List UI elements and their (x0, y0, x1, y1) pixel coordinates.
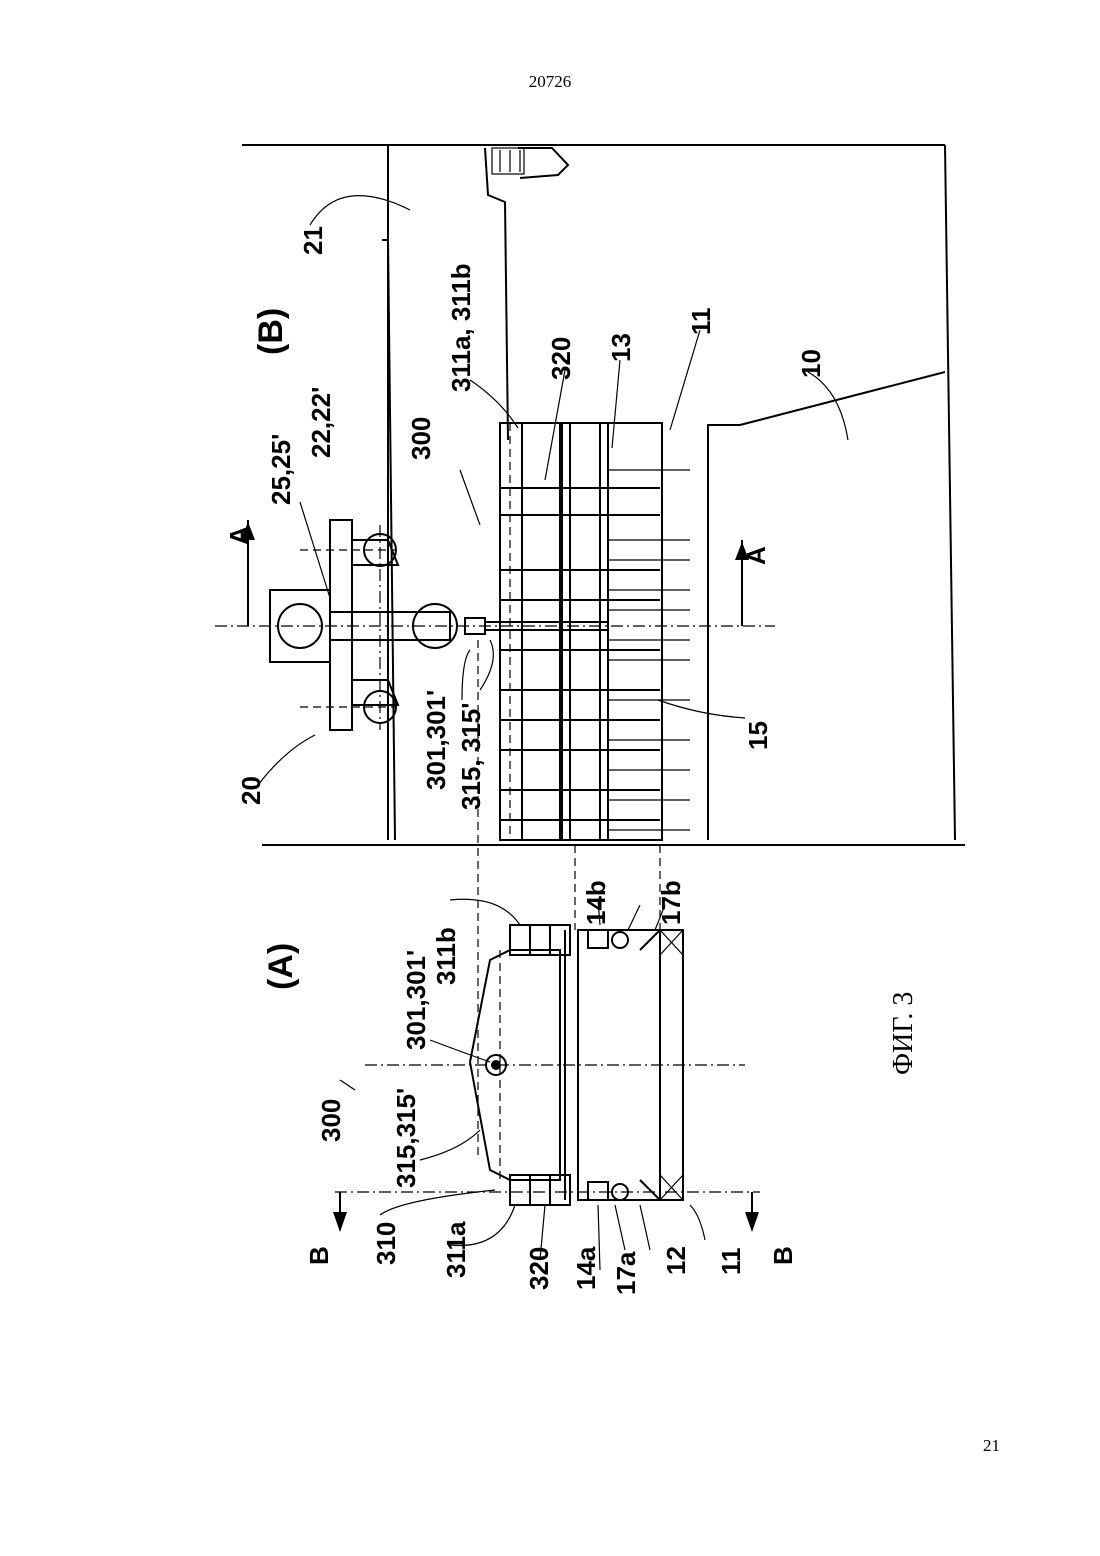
label-15: 15 (743, 721, 773, 750)
label-17a: 17a (611, 1251, 641, 1295)
figure-caption: ФИГ. 3 (888, 992, 919, 1075)
label-300-b: 300 (406, 417, 436, 460)
label-320-b: 320 (546, 337, 576, 380)
label-12: 12 (661, 1246, 691, 1275)
label-25: 25,25' (266, 434, 296, 505)
label-311b: 311b (431, 927, 461, 985)
page-number: 21 (960, 1436, 1000, 1456)
label-300-a: 300 (316, 1099, 346, 1142)
view-b-title: (B) (252, 308, 290, 355)
section-mark-a-top: A (224, 526, 254, 545)
label-13: 13 (606, 333, 636, 362)
labels: (B) (A) A A B B 20 21 25,25' 22,22' 300 … (224, 226, 919, 1295)
section-mark-b-right: B (768, 1246, 798, 1265)
section-mark-b-left: B (304, 1246, 334, 1265)
label-301-b: 301,301' (421, 690, 451, 790)
label-315-b: 315, 315' (456, 703, 486, 810)
section-mark-a-bottom: A (741, 546, 771, 565)
label-11-b: 11 (686, 308, 716, 336)
view-a (333, 899, 760, 1270)
label-320-a: 320 (524, 1247, 554, 1290)
label-11-a: 11 (716, 1248, 746, 1276)
label-311ab: 311a, 311b (446, 263, 476, 392)
label-301-a: 301,301' (401, 950, 431, 1050)
label-14a: 14a (571, 1246, 601, 1290)
label-10: 10 (796, 349, 826, 378)
view-a-title: (A) (262, 943, 300, 990)
label-22: 22,22' (306, 387, 336, 458)
label-310: 310 (371, 1222, 401, 1265)
label-311a: 311a (441, 1221, 471, 1278)
view-b (215, 145, 965, 1160)
label-17b: 17b (656, 880, 686, 925)
label-20: 20 (236, 776, 266, 805)
label-14b: 14b (581, 880, 611, 925)
label-315-a: 315,315' (391, 1088, 421, 1188)
label-21: 21 (298, 226, 328, 255)
